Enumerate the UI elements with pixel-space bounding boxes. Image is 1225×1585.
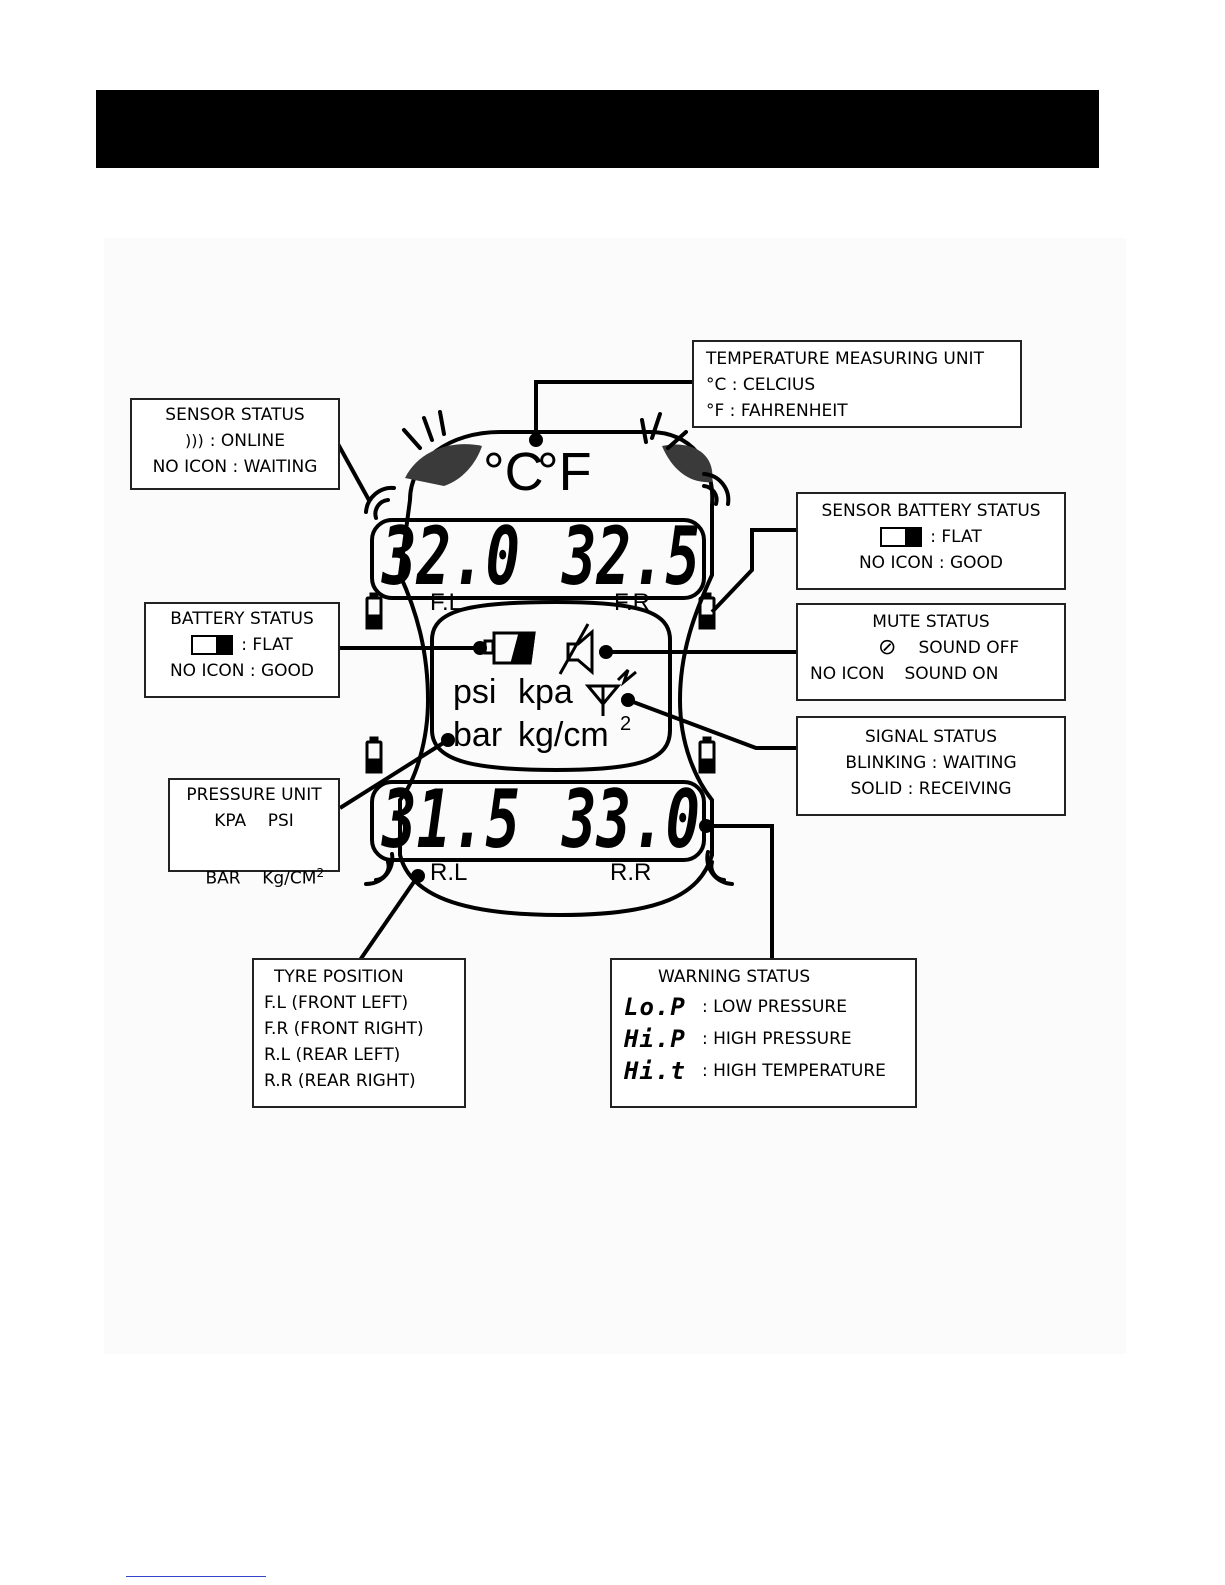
unit-psi: psi — [453, 673, 496, 711]
sensor-status-online: : ONLINE — [209, 431, 285, 451]
temperature-unit-title: TEMPERATURE MEASURING UNIT — [706, 349, 984, 369]
label-fl: F.L — [430, 589, 462, 616]
mute-status-on: SOUND ON — [904, 664, 999, 684]
unit-bar: bar — [453, 716, 502, 754]
tyre-position-item: F.R (FRONT RIGHT) — [264, 1019, 424, 1039]
front-right-reading: 32.5 — [561, 510, 700, 603]
battery-flat-icon — [483, 631, 536, 665]
signal-wave-icon: ))) — [185, 431, 204, 450]
sensor-battery-callout: SENSOR BATTERY STATUS : FLAT NO ICON : G… — [796, 492, 1066, 590]
battery-status-title: BATTERY STATUS — [170, 609, 314, 629]
warning-code-hit: Hi.t — [624, 1057, 686, 1085]
signal-status-blinking: BLINKING : WAITING — [845, 753, 1017, 773]
temperature-unit-callout: TEMPERATURE MEASURING UNIT °C : CELCIUS … — [692, 340, 1022, 428]
sensor-status-callout: SENSOR STATUS ))) : ONLINE NO ICON : WAI… — [130, 398, 340, 490]
headlight-rays — [402, 410, 688, 450]
warning-code-lop: Lo.P — [624, 993, 686, 1021]
headlight-left — [405, 444, 482, 486]
fahrenheit-symbol: °F — [537, 442, 592, 502]
warning-text-low-pressure: : LOW PRESSURE — [702, 997, 847, 1017]
mute-status-no-icon: NO ICON — [810, 664, 885, 684]
sensor-status-title: SENSOR STATUS — [165, 405, 305, 425]
celsius-symbol: °C — [483, 442, 544, 502]
sensor-battery-title: SENSOR BATTERY STATUS — [821, 501, 1041, 521]
tyre-position-title: TYRE POSITION — [274, 967, 404, 987]
rear-right-reading: 33.0 — [561, 773, 700, 866]
antenna-icon — [584, 668, 637, 716]
mute-status-callout: MUTE STATUS ⊘ SOUND OFF NO ICON SOUND ON — [796, 603, 1066, 701]
unit-panel-outline — [430, 599, 672, 773]
footer-rule — [126, 1576, 266, 1577]
mute-icon: ⊘ — [878, 635, 897, 660]
warning-code-hip: Hi.P — [624, 1025, 686, 1053]
pressure-unit-callout: PRESSURE UNIT KPA PSI BAR Kg/CM2 — [168, 778, 340, 889]
front-left-reading: 32.0 — [381, 510, 520, 603]
pressure-unit-bar-kgcm: BAR Kg/CM — [205, 868, 317, 889]
sensor-battery-good: NO ICON : GOOD — [858, 553, 1004, 573]
battery-flat-icon — [191, 635, 234, 655]
tyre-position-item: F.L (FRONT LEFT) — [264, 993, 409, 1013]
temperature-unit-fahrenheit: °F : FAHRENHEIT — [706, 401, 848, 421]
battery-flat-icon — [880, 527, 923, 547]
front-reading-frame — [370, 518, 706, 600]
header-bar — [96, 90, 1099, 168]
signal-wave-icons — [364, 472, 734, 887]
temperature-unit-celsius: °C : CELCIUS — [706, 375, 816, 395]
signal-status-title: SIGNAL STATUS — [865, 727, 997, 747]
tyre-position-item: R.L (REAR LEFT) — [264, 1045, 401, 1065]
warning-text-high-temperature: : HIGH TEMPERATURE — [702, 1061, 886, 1081]
rear-left-reading: 31.5 — [381, 773, 520, 866]
wheel-battery-icons — [365, 592, 716, 774]
warning-status-title: WARNING STATUS — [658, 967, 811, 987]
pressure-unit-title: PRESSURE UNIT — [186, 785, 322, 805]
car-body-outline — [397, 430, 715, 918]
unit-kgcm: kg/cm — [518, 716, 609, 754]
mute-icon — [558, 623, 594, 676]
mute-status-off: SOUND OFF — [918, 638, 1020, 658]
battery-status-flat: : FLAT — [241, 635, 293, 655]
battery-status-good: NO ICON : GOOD — [169, 661, 315, 681]
label-fr: F.R — [614, 589, 650, 616]
label-rr: R.R — [610, 859, 651, 886]
label-rl: R.L — [430, 859, 467, 886]
rear-reading-frame — [370, 780, 706, 862]
unit-kgcm-superscript: 2 — [620, 713, 631, 735]
mute-status-title: MUTE STATUS — [872, 612, 990, 632]
battery-status-callout: BATTERY STATUS : FLAT NO ICON : GOOD — [144, 602, 340, 698]
sensor-status-waiting: NO ICON : WAITING — [152, 457, 318, 477]
pressure-unit-kpa-psi: KPA PSI — [214, 811, 294, 831]
warning-text-high-pressure: : HIGH PRESSURE — [702, 1029, 852, 1049]
warning-status-callout: WARNING STATUS Lo.P : LOW PRESSURE Hi.P … — [610, 958, 917, 1108]
tyre-position-item: R.R (REAR RIGHT) — [264, 1071, 416, 1091]
unit-kpa: kpa — [518, 673, 573, 711]
signal-status-callout: SIGNAL STATUS BLINKING : WAITING SOLID :… — [796, 716, 1066, 816]
sensor-battery-flat: : FLAT — [930, 527, 982, 547]
pressure-unit-superscript: 2 — [316, 866, 325, 880]
signal-status-solid: SOLID : RECEIVING — [850, 779, 1012, 799]
tyre-position-callout: TYRE POSITION F.L (FRONT LEFT) F.R (FRON… — [252, 958, 466, 1108]
headlight-right — [662, 444, 713, 483]
